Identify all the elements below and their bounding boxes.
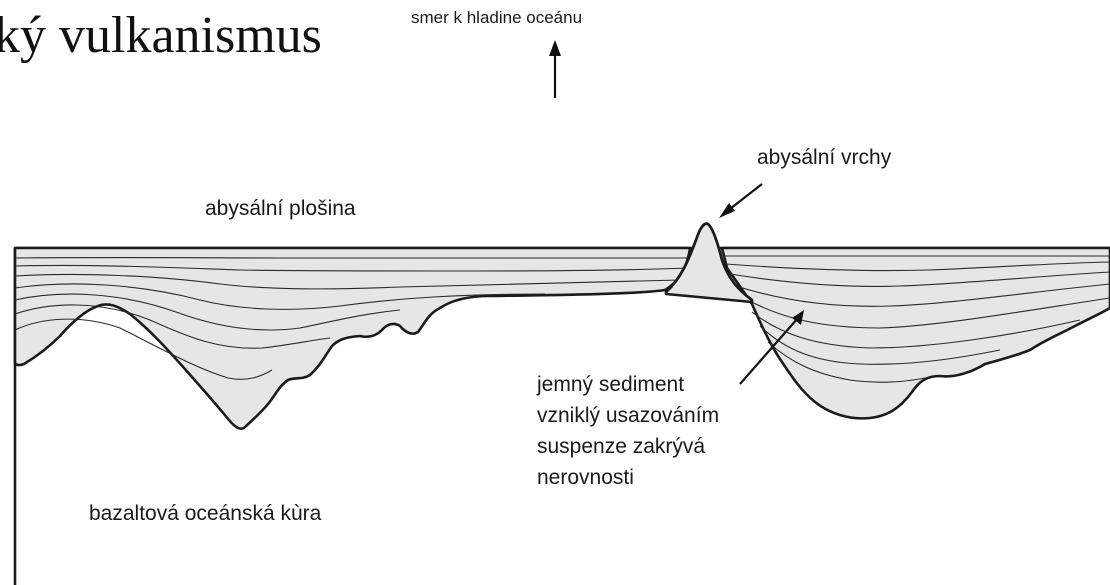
abyssal-plain-label: abysální plošina <box>205 197 356 220</box>
surface-direction-arrow <box>549 40 561 98</box>
surface-direction-label: smer k hladine oceánu <box>411 8 582 27</box>
hills-pointer-arrow <box>719 184 762 218</box>
sediment-basin-right <box>722 248 1110 418</box>
sediment-note-line-2: vzniklý usazováním <box>537 404 719 427</box>
oceanic-crust-label: bazaltová oceánská kùra <box>89 502 322 525</box>
sediment-note: jemný sediment vzniklý usazováním suspen… <box>536 373 719 489</box>
sediment-note-line-1: jemný sediment <box>536 373 684 396</box>
abyssal-hills-label: abysální vrchy <box>757 146 892 169</box>
diagram-title: ký vulkanismus <box>0 7 322 64</box>
sediment-note-line-4: nerovnosti <box>537 466 634 489</box>
sediment-note-line-3: suspenze zakrývá <box>537 435 705 458</box>
